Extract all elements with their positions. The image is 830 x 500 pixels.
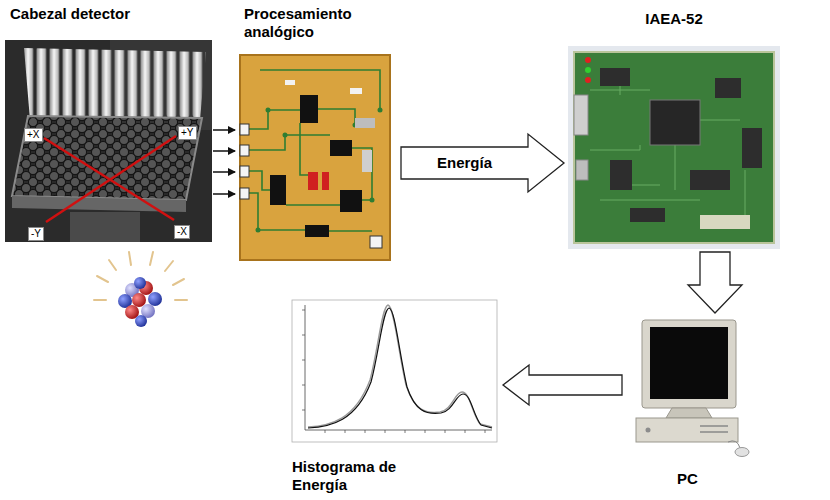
signal-arrow: [213, 150, 235, 152]
axis-tag: -X: [174, 225, 190, 239]
axis-tag: +X: [24, 128, 43, 142]
axis-tag: -Y: [28, 227, 44, 241]
analog-processing: Procesamiento analógico: [236, 5, 397, 263]
node-heading: Cabezal detector: [10, 5, 130, 23]
pc-icon: [636, 320, 749, 457]
block-arrow: [688, 252, 742, 313]
iaea-module: IAEA-52: [568, 10, 780, 249]
block-arrow: [401, 134, 564, 192]
signal-arrow: [213, 193, 235, 195]
energy-histogram: [292, 300, 497, 442]
node-heading: IAEA-52: [645, 10, 703, 28]
atom-icon: [94, 252, 187, 300]
block-arrow: [503, 365, 622, 405]
axis-tag-holder: -X: [174, 221, 190, 239]
edge-label: Energía: [435, 154, 494, 172]
axis-tag-holder: -Y: [28, 223, 44, 241]
edge-label-holder: Energía: [435, 154, 494, 172]
analog-board: [240, 55, 390, 260]
atom-nucleus: [118, 277, 162, 327]
signal-arrow: [213, 129, 235, 131]
axis-tag: +Y: [178, 126, 197, 140]
axis-tag-holder: +Y: [178, 122, 197, 140]
detector-head: Cabezal detector: [5, 5, 212, 242]
signal-arrow: [213, 171, 235, 173]
node-heading: PC: [677, 470, 698, 488]
pc-node: PC: [625, 316, 750, 490]
energy-histogram-node: Histograma de Energía: [280, 296, 500, 496]
node-heading: Histograma de Energía: [292, 458, 432, 494]
iaea-board: [568, 46, 780, 249]
axis-tag-holder: +X: [24, 124, 43, 142]
detector-photo: [5, 40, 212, 242]
node-heading: Procesamiento analógico: [244, 5, 394, 41]
